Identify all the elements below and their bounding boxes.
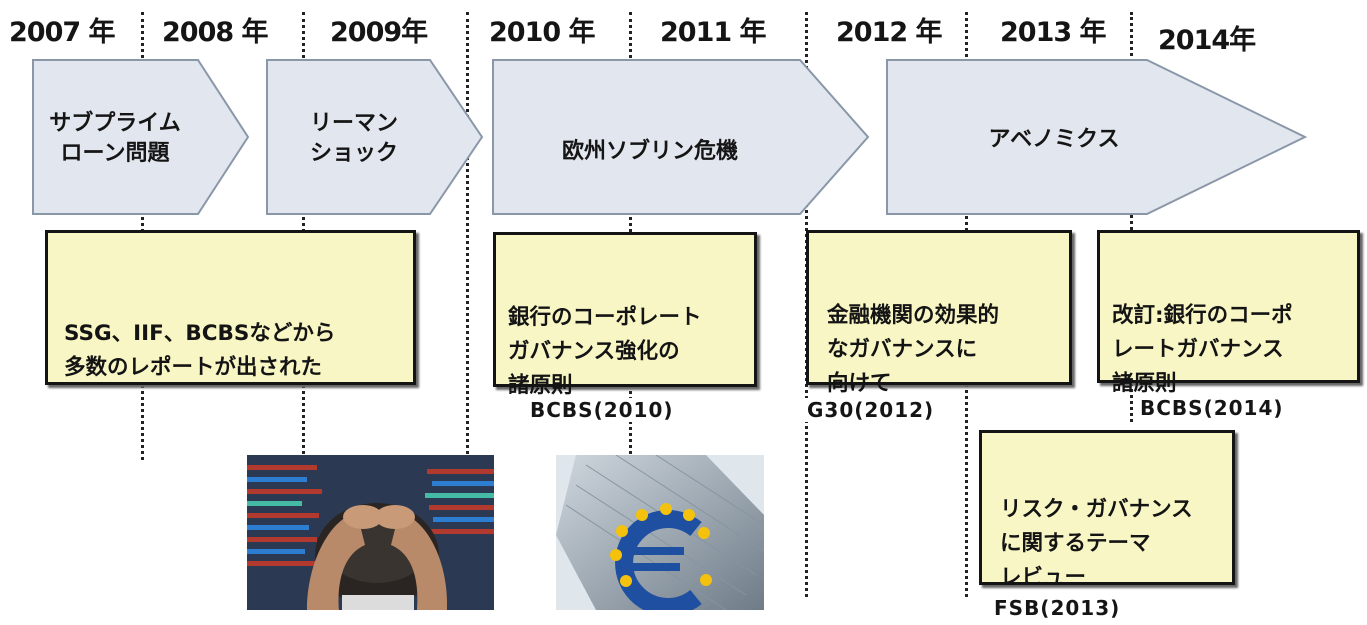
reports-box: SSG、IIF、BCBSなどから 多数のレポートが出された: [45, 230, 416, 385]
fsb-2013-box-text: リスク・ガバナンス に関するテーマ レビュー: [1000, 497, 1193, 590]
reports-box-text: SSG、IIF、BCBSなどから 多数のレポートが出された: [64, 321, 336, 380]
arrow-euro-crisis-label: 欧州ソブリン危機: [561, 139, 738, 164]
year-divider: [466, 12, 469, 460]
euro-sign-sculpture-photo: [556, 455, 764, 610]
arrow-subprime: サブプライム ローン問題: [30, 57, 252, 219]
year-label-2009: 2009年: [330, 17, 428, 48]
fsb-2013-source: FSB(2013): [994, 596, 1121, 620]
arrow-subprime-label: サブプライム ローン問題: [49, 111, 181, 166]
year-divider: [1130, 12, 1133, 422]
year-label-2007: 2007 年: [9, 17, 116, 48]
bcbs-2010-box: 銀行のコーポレート ガバナンス強化の 諸原則: [493, 232, 757, 398]
year-label-2014: 2014年: [1158, 25, 1256, 56]
stressed-trader-photo: [247, 455, 494, 610]
arrow-lehman-shape: [266, 59, 484, 215]
arrow-abenomics: アベノミクス: [884, 57, 1310, 219]
year-label-2011: 2011 年: [660, 17, 767, 48]
bcbs-2010-source: BCBS(2010): [528, 398, 676, 422]
year-label-2010: 2010 年: [489, 17, 596, 48]
arrow-euro-crisis: 欧州ソブリン危機: [490, 57, 872, 219]
arrow-lehman: リーマン ショック: [264, 57, 486, 219]
arrow-lehman-label: リーマン ショック: [309, 111, 398, 166]
arrow-abenomics-label: アベノミクス: [988, 127, 1120, 152]
stressed-trader-drawing: [247, 455, 494, 610]
bcbs-2014-source: BCBS(2014): [1138, 396, 1286, 420]
bcbs-2010-box-text: 銀行のコーポレート ガバナンス強化の 諸原則: [508, 305, 702, 398]
year-label-2012: 2012 年: [836, 17, 943, 48]
year-label-2008: 2008 年: [162, 17, 269, 48]
g30-2012-source: G30(2012): [805, 398, 937, 422]
arrow-euro-crisis-shape: [492, 59, 870, 215]
bcbs-2014-box-text: 改訂:銀行のコーポ レートガバナンス 諸原則: [1112, 303, 1293, 396]
euro-sculpture-drawing: [556, 455, 764, 610]
arrow-abenomics-shape: [886, 59, 1308, 215]
arrow-subprime-shape: [32, 59, 250, 215]
year-label-2013: 2013 年: [1000, 17, 1107, 48]
g30-2012-box-text: 金融機関の効果的 なガバナンスに 向けて: [827, 303, 1000, 396]
g30-2012-box: 金融機関の効果的 なガバナンスに 向けて: [806, 230, 1072, 396]
bcbs-2014-box: 改訂:銀行のコーポ レートガバナンス 諸原則: [1097, 230, 1360, 396]
fsb-2013-box: リスク・ガバナンス に関するテーマ レビュー: [979, 430, 1235, 590]
